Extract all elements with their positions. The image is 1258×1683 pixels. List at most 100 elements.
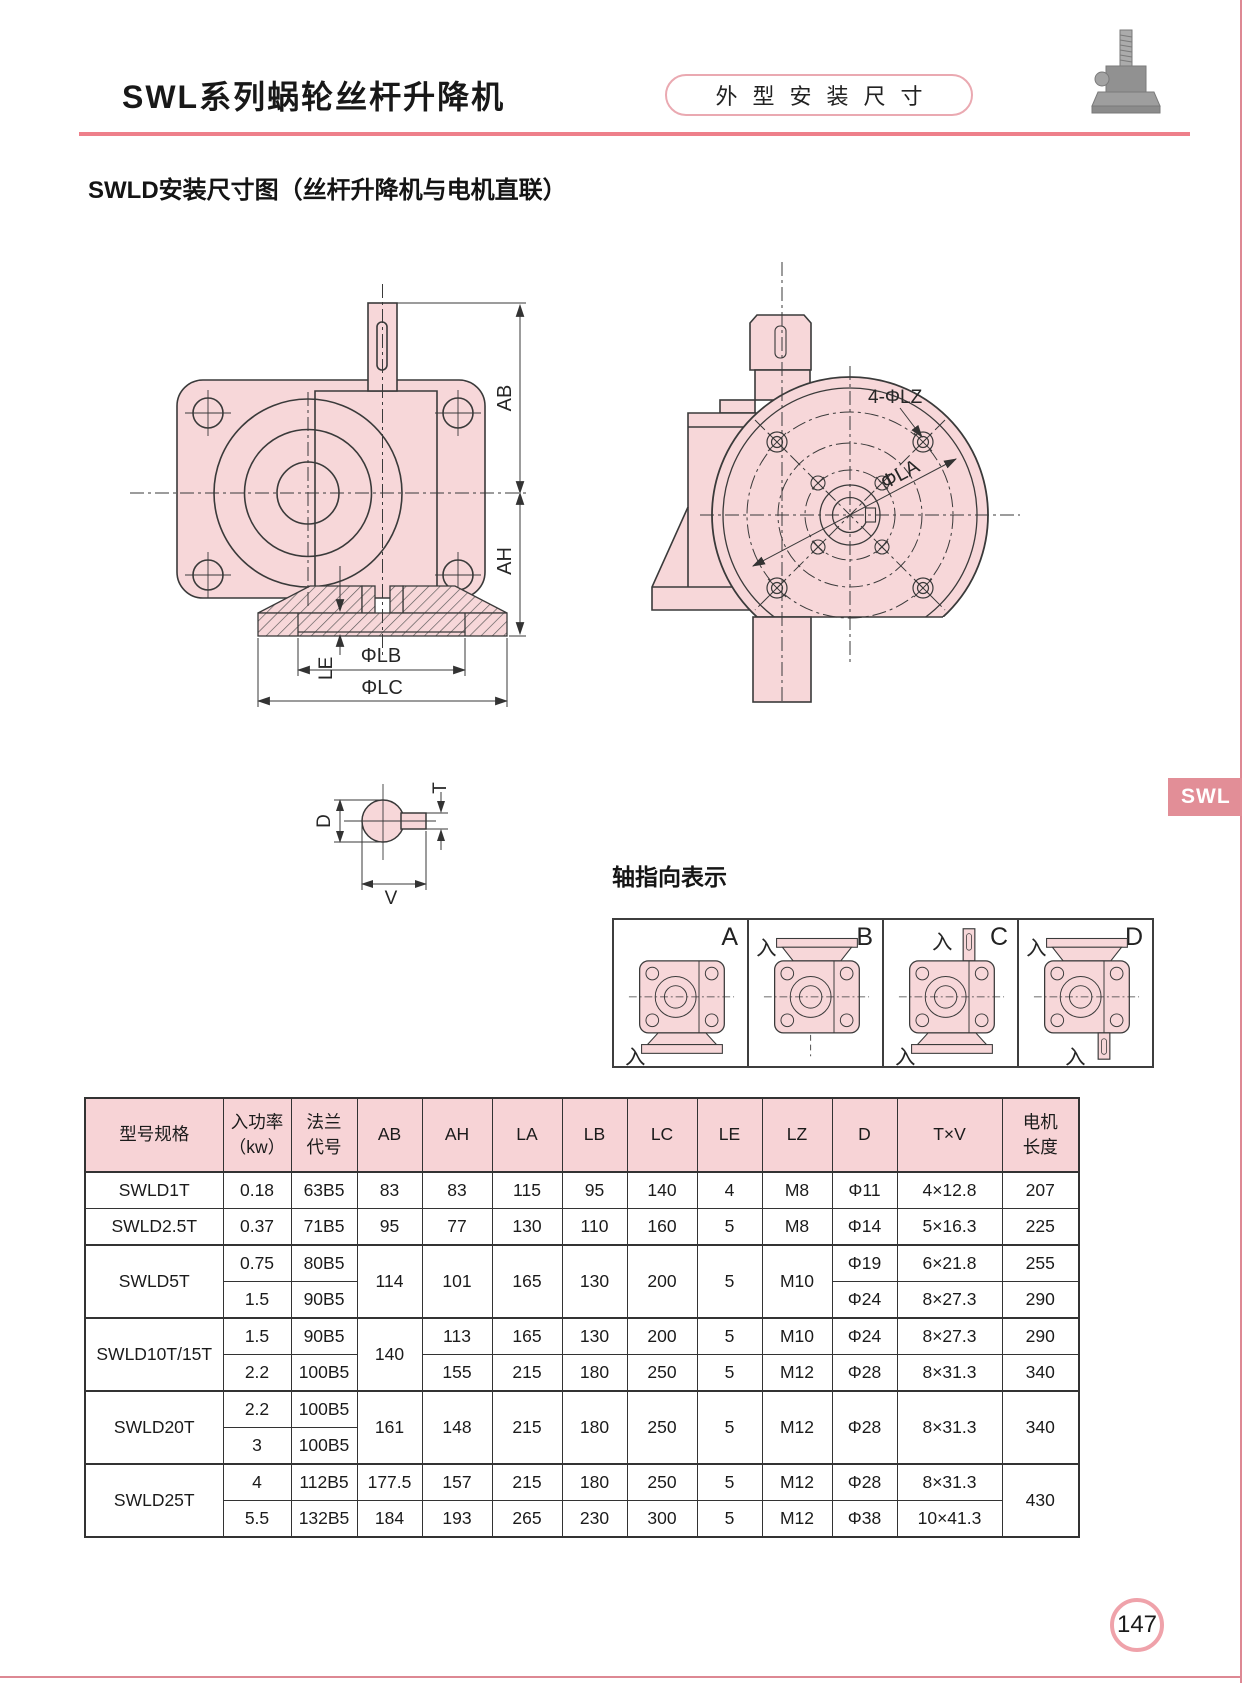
cell: 110 [561, 1208, 628, 1246]
cell: 148 [421, 1390, 493, 1465]
axis-letter: B [856, 923, 873, 951]
input-shaft-label: 入 [1026, 937, 1046, 960]
model-cell: SWLD25T [84, 1463, 224, 1538]
cell: 155 [421, 1354, 493, 1392]
input-shaft-label: 入 [1065, 1046, 1085, 1066]
cell: 225 [1001, 1208, 1080, 1246]
la-dim-line [752, 458, 957, 567]
header-rule [79, 132, 1190, 136]
input-shaft-label: 入 [625, 1046, 645, 1066]
cell: 165 [491, 1317, 563, 1355]
col-header: LE [696, 1097, 763, 1173]
table-row: SWLD10T/15T 1.5 90B5 140 113 165 130 200… [84, 1317, 1080, 1392]
dim-label-lc: ΦLC [361, 677, 403, 699]
table-row: SWLD1T 0.18 63B5 83 83 115 95 140 4 M8 Φ… [84, 1171, 1080, 1209]
cell: 340 [1001, 1390, 1080, 1465]
cell: 5 [696, 1500, 763, 1538]
cell: 8×27.3 [896, 1317, 1003, 1355]
cell: M8 [761, 1171, 833, 1209]
cell: 100B5 [290, 1427, 358, 1465]
figure-subtitle: SWLD安装尺寸图（丝杆升降机与电机直联） [88, 177, 567, 204]
axis-letter: A [721, 923, 738, 951]
cell: 140 [626, 1171, 698, 1209]
dim-label-le: LE [316, 657, 337, 680]
cell: 160 [626, 1208, 698, 1246]
cell: 180 [561, 1390, 628, 1465]
cell: 177.5 [356, 1463, 423, 1501]
cell: M10 [761, 1244, 833, 1319]
col-header: LA [491, 1097, 563, 1173]
input-shaft-label: 入 [932, 931, 952, 954]
front-view-body [176, 302, 508, 637]
cell: 180 [561, 1354, 628, 1392]
cell: 2.2 [222, 1354, 292, 1392]
cell: 77 [421, 1208, 493, 1246]
cell: 250 [626, 1463, 698, 1501]
cell: 4 [222, 1463, 292, 1501]
cell: 430 [1001, 1463, 1080, 1538]
table-header-row: 型号规格 入功率 （kw） 法兰 代号 AB AH LA LB LC LE LZ… [84, 1097, 1080, 1173]
axis-direction-strip: A 入 B [612, 918, 1154, 1068]
col-header: LB [561, 1097, 628, 1173]
cell: Φ19 [831, 1244, 898, 1282]
cell: 5 [696, 1244, 763, 1319]
model-cell: SWLD2.5T [84, 1208, 224, 1246]
cell: 3 [222, 1427, 292, 1465]
cell: 1.5 [222, 1281, 292, 1319]
cell: 8×31.3 [896, 1390, 1003, 1465]
front-view-drawing: AB AH LE ΦLB ΦLC [130, 284, 526, 707]
cell: 132B5 [290, 1500, 358, 1538]
cell: M10 [761, 1317, 833, 1355]
dim-label-ab: AB [494, 385, 516, 412]
cell: 2.2 [222, 1390, 292, 1428]
cell: 265 [491, 1500, 563, 1538]
cell: 101 [421, 1244, 493, 1319]
shaft-section-drawing: D T V [314, 782, 451, 908]
table-row: SWLD25T 4 112B5 177.5 157 215 180 250 5 … [84, 1463, 1080, 1538]
dim-label-d: D [314, 814, 335, 828]
cell: 0.18 [222, 1171, 292, 1209]
cell: Φ24 [831, 1317, 898, 1355]
cell: Φ28 [831, 1463, 898, 1501]
cell: 215 [491, 1390, 563, 1465]
cell: 115 [491, 1171, 563, 1209]
cell: 340 [1001, 1354, 1080, 1392]
cell: 300 [626, 1500, 698, 1538]
cell: 114 [356, 1244, 423, 1319]
cell: 5 [696, 1354, 763, 1392]
dim-label-lb: ΦLB [361, 645, 401, 667]
cell: Φ28 [831, 1354, 898, 1392]
model-cell: SWLD10T/15T [84, 1317, 224, 1392]
cell: 230 [561, 1500, 628, 1538]
cell: 0.37 [222, 1208, 292, 1246]
dim-label-t: T [430, 782, 451, 794]
cell: 250 [626, 1390, 698, 1465]
cell: 290 [1001, 1317, 1080, 1355]
cell: 0.75 [222, 1244, 292, 1282]
side-view-drawing: 4-ΦLZ ΦLA [651, 262, 1023, 706]
page-number: 147 [1110, 1598, 1164, 1652]
page-title: SWL系列蜗轮丝杆升降机 [122, 79, 506, 115]
model-cell: SWLD20T [84, 1390, 224, 1465]
axis-letter: D [1124, 923, 1143, 951]
cell: 255 [1001, 1244, 1080, 1282]
cell: 4 [696, 1171, 763, 1209]
cell: 113 [421, 1317, 493, 1355]
col-header: T×V [896, 1097, 1003, 1173]
cell: 8×27.3 [896, 1281, 1003, 1319]
cell: 80B5 [290, 1244, 358, 1282]
cell: 4×12.8 [896, 1171, 1003, 1209]
cell: 184 [356, 1500, 423, 1538]
cell: 130 [491, 1208, 563, 1246]
axis-diagram-a: 入 [625, 960, 735, 1066]
cell: M8 [761, 1208, 833, 1246]
cell: 140 [356, 1317, 423, 1392]
axis-cell-b: B 入 [749, 920, 884, 1066]
cell: 10×41.3 [896, 1500, 1003, 1538]
dim-label-ah: AH [494, 547, 516, 575]
cell: 5 [696, 1463, 763, 1501]
cell: 215 [491, 1463, 563, 1501]
cell: 100B5 [290, 1390, 358, 1428]
section-badge: 外型安装尺寸 [665, 74, 973, 116]
dimension-spec-table: 型号规格 入功率 （kw） 法兰 代号 AB AH LA LB LC LE LZ… [84, 1097, 1080, 1538]
